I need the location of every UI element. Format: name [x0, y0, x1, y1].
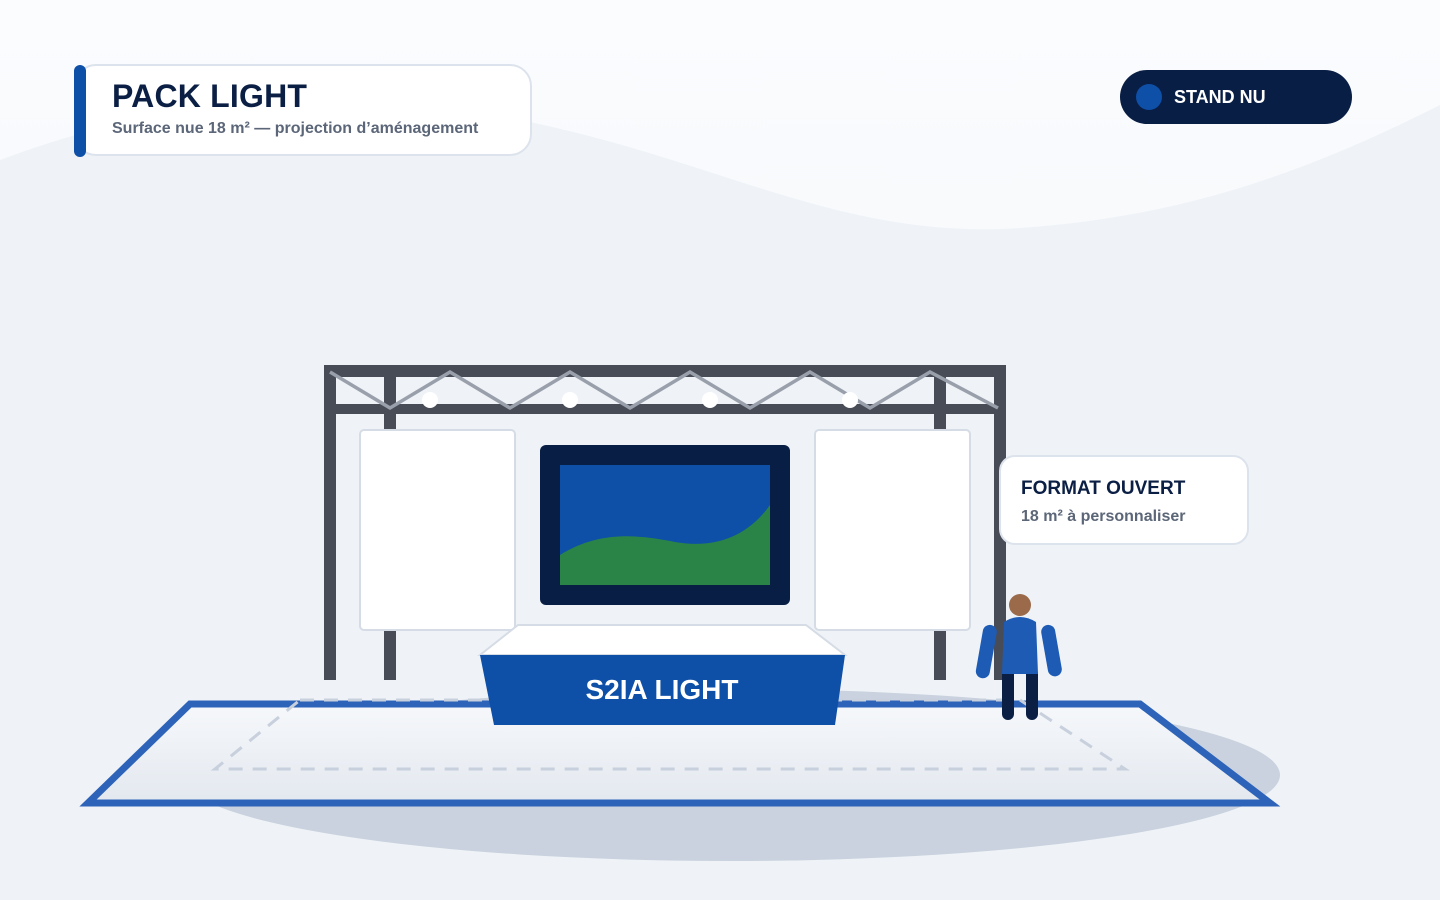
- truss-post-left-outer: [324, 365, 336, 680]
- status-badge: STAND NU: [1120, 70, 1352, 124]
- person-torso: [1002, 617, 1038, 674]
- info-card-title: FORMAT OUVERT: [1021, 478, 1186, 499]
- info-card-subtitle: 18 m² à personnaliser: [1021, 508, 1186, 525]
- spotlight: [702, 392, 718, 408]
- spotlight: [422, 392, 438, 408]
- page-subtitle: Surface nue 18 m² — projection d’aménage…: [112, 120, 479, 137]
- title-card: [74, 64, 532, 156]
- person-leg: [1026, 668, 1038, 720]
- info-card: FORMAT OUVERT 18 m² à personnaliser: [999, 455, 1249, 545]
- counter-label: S2IA LIGHT: [585, 674, 739, 705]
- counter-top: [477, 624, 848, 656]
- truss-top-beam: [324, 365, 1006, 377]
- truss-zigzag: [329, 369, 999, 411]
- title-accent-bar: [74, 65, 86, 157]
- spotlight: [842, 392, 858, 408]
- person-head: [1009, 594, 1031, 616]
- truss-bottom-beam: [324, 404, 1006, 414]
- spotlight: [562, 392, 578, 408]
- person-arm: [975, 624, 997, 679]
- badge-dot-icon: [1136, 84, 1162, 110]
- wall-panel-right: [814, 429, 971, 631]
- counter-front: [480, 655, 845, 725]
- person-leg: [1002, 668, 1014, 720]
- person-figure: [975, 594, 1062, 720]
- page-title: PACK LIGHT: [112, 78, 308, 114]
- display-screen-hill: [560, 505, 770, 585]
- wall-panel-left: [359, 429, 516, 631]
- person-arm: [1041, 624, 1062, 677]
- badge-label: STAND NU: [1174, 87, 1266, 107]
